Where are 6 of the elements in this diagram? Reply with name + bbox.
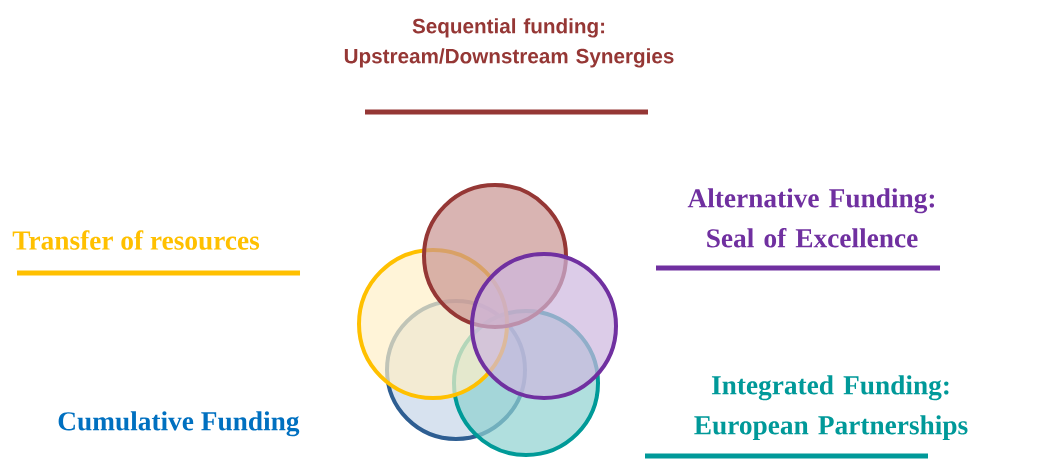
circle — [470, 252, 618, 400]
heading-text: Transfer of resources — [12, 230, 260, 250]
heading-text: Integrated Funding: European Partnerships — [694, 375, 968, 441]
heading-text: Alternative Funding: Seal of Excellence — [687, 188, 935, 248]
heading-text: Cumulative Funding — [58, 411, 300, 437]
heading-text: Sequential funding: Upstream/Downstream Synergies — [344, 18, 674, 68]
